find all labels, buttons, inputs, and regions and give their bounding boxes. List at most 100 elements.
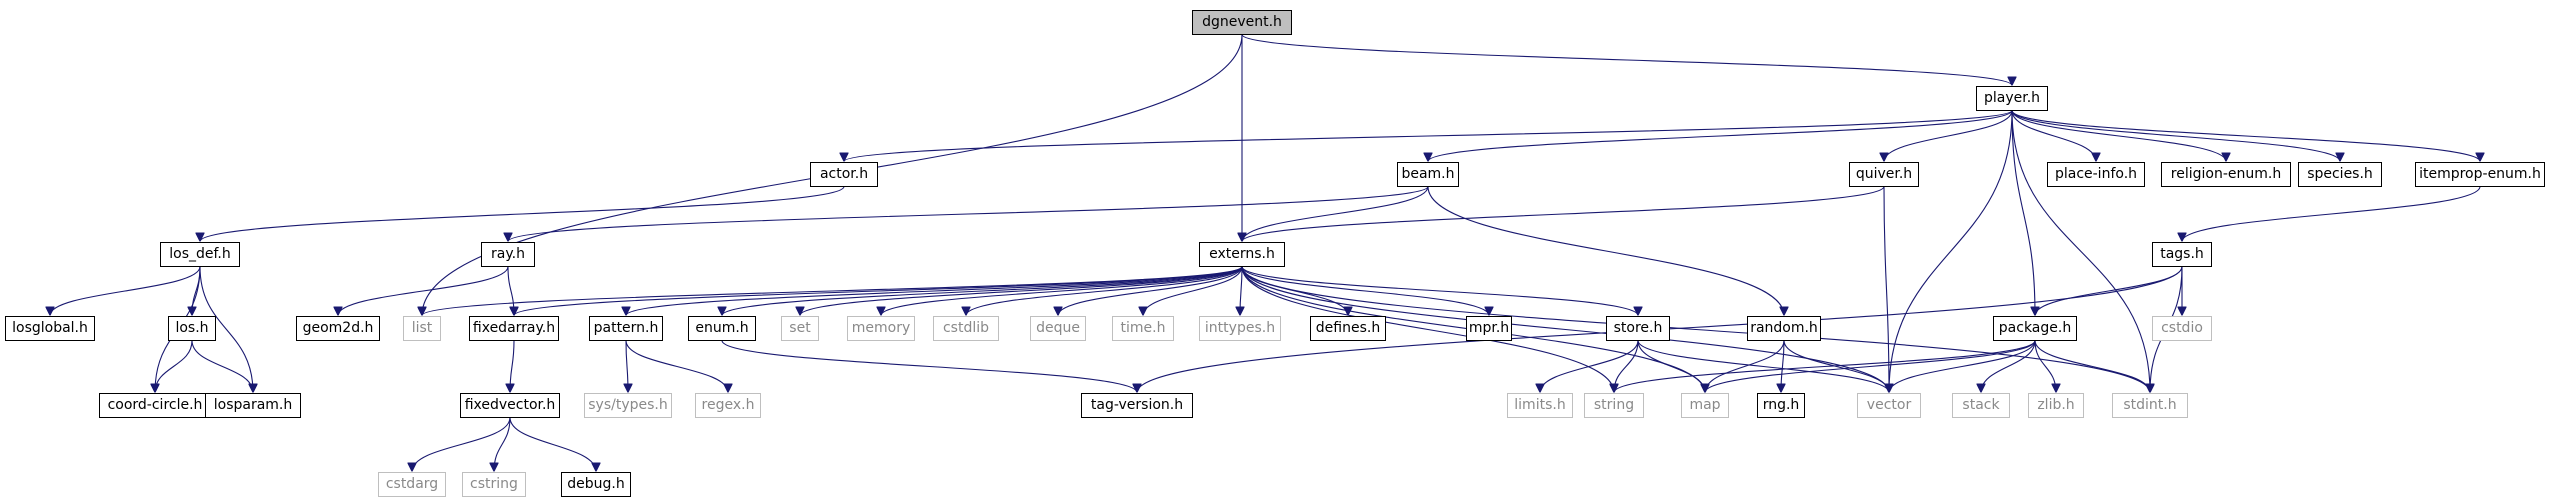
- edge-externs-to-set: [800, 266, 1243, 316]
- node-regex: regex.h: [695, 392, 761, 418]
- edge-fixedvector-to-cstring: [494, 417, 511, 472]
- edge-random-to-rng: [1781, 340, 1784, 393]
- edge-player-to-itemprop: [2011, 110, 2480, 162]
- edge-los-to-losparam: [191, 340, 253, 393]
- node-stack: stack: [1952, 392, 2010, 418]
- node-religion[interactable]: religion-enum.h: [2161, 161, 2291, 187]
- node-set: set: [781, 315, 819, 341]
- edge-fixedarray-to-fixedvector: [510, 340, 515, 393]
- node-tagversion[interactable]: tag-version.h: [1081, 392, 1193, 418]
- node-limits: limits.h: [1507, 392, 1573, 418]
- node-coordcircle[interactable]: coord-circle.h: [99, 392, 211, 418]
- node-deque: deque: [1030, 315, 1086, 341]
- edge-tags-to-package: [2035, 266, 2183, 316]
- node-cstdio: cstdio: [2152, 315, 2212, 341]
- edge-externs-to-mpr: [1241, 266, 1489, 316]
- node-species[interactable]: species.h: [2298, 161, 2382, 187]
- edge-beam-to-random: [1427, 186, 1784, 316]
- edge-externs-to-stdint: [1241, 266, 2150, 393]
- node-dgnevent[interactable]: dgnevent.h: [1192, 9, 1292, 35]
- edge-beam-to-ray: [508, 186, 1429, 242]
- edge-player-to-vector: [1889, 110, 2013, 393]
- node-quiver[interactable]: quiver.h: [1849, 161, 1919, 187]
- node-losparam[interactable]: losparam.h: [205, 392, 301, 418]
- edge-externs-to-time: [1143, 266, 1243, 316]
- edge-player-to-package: [2011, 110, 2035, 316]
- node-cstdarg: cstdarg: [378, 471, 446, 497]
- edge-player-to-placeinfo: [2011, 110, 2096, 162]
- node-tags[interactable]: tags.h: [2152, 241, 2212, 267]
- node-placeinfo[interactable]: place-info.h: [2047, 161, 2145, 187]
- node-debug[interactable]: debug.h: [561, 471, 631, 497]
- node-geom2d[interactable]: geom2d.h: [296, 315, 380, 341]
- edge-package-to-stack: [1981, 340, 2036, 393]
- edge-player-to-species: [2011, 110, 2340, 162]
- edge-package-to-vector: [1889, 340, 2036, 393]
- edge-losdef-to-losglobal: [50, 266, 201, 316]
- node-package[interactable]: package.h: [1993, 315, 2077, 341]
- edge-pattern-to-regex: [625, 340, 728, 393]
- edge-player-to-quiver: [1884, 110, 2013, 162]
- node-player[interactable]: player.h: [1976, 85, 2048, 111]
- node-itemprop[interactable]: itemprop-enum.h: [2415, 161, 2545, 187]
- node-map: map: [1681, 392, 1729, 418]
- edge-externs-to-cstdlib: [966, 266, 1243, 316]
- node-beam[interactable]: beam.h: [1397, 161, 1459, 187]
- node-stdint: stdint.h: [2112, 392, 2188, 418]
- node-inttypes: inttypes.h: [1199, 315, 1281, 341]
- edge-externs-to-enum: [722, 266, 1243, 316]
- node-systypes: sys/types.h: [584, 392, 672, 418]
- edge-externs-to-inttypes: [1240, 266, 1242, 316]
- edge-externs-to-pattern: [626, 266, 1243, 316]
- edge-externs-to-deque: [1058, 266, 1243, 316]
- edge-externs-to-vector: [1241, 266, 1889, 393]
- node-cstring: cstring: [462, 471, 526, 497]
- edge-player-to-religion: [2011, 110, 2226, 162]
- edge-actor-to-losdef: [200, 186, 845, 242]
- node-store[interactable]: store.h: [1606, 315, 1670, 341]
- edge-dgnevent-to-player: [1241, 34, 2012, 86]
- edge-externs-to-fixedarray: [514, 266, 1243, 316]
- edge-fixedvector-to-cstdarg: [412, 417, 511, 472]
- edge-package-to-string: [1614, 340, 2036, 393]
- node-mpr[interactable]: mpr.h: [1466, 315, 1512, 341]
- node-actor[interactable]: actor.h: [810, 161, 878, 187]
- edge-player-to-actor: [844, 110, 2013, 162]
- node-random[interactable]: random.h: [1747, 315, 1821, 341]
- edge-player-to-beam: [1428, 110, 2013, 162]
- edge-externs-to-string: [1241, 266, 1614, 393]
- node-cstdlib: cstdlib: [933, 315, 999, 341]
- node-zlib: zlib.h: [2028, 392, 2084, 418]
- node-vector: vector: [1857, 392, 1921, 418]
- edge-quiver-to-vector: [1883, 186, 1889, 393]
- node-rng[interactable]: rng.h: [1757, 392, 1805, 418]
- edge-los-to-coordcircle: [155, 340, 193, 393]
- node-fixedvector[interactable]: fixedvector.h: [460, 392, 560, 418]
- edge-itemprop-to-tags: [2182, 186, 2481, 242]
- node-string: string: [1584, 392, 1644, 418]
- edge-enum-to-tagversion: [721, 340, 1137, 393]
- edge-ray-to-fixedarray: [507, 266, 514, 316]
- edge-store-to-vector: [1637, 340, 1889, 393]
- node-externs[interactable]: externs.h: [1199, 241, 1285, 267]
- node-los[interactable]: los.h: [168, 315, 216, 341]
- edge-package-to-stdint: [2034, 340, 2150, 393]
- node-fixedarray[interactable]: fixedarray.h: [469, 315, 559, 341]
- node-memory: memory: [847, 315, 915, 341]
- node-defines[interactable]: defines.h: [1310, 315, 1386, 341]
- edge-beam-to-externs: [1242, 186, 1429, 242]
- edge-quiver-to-externs: [1242, 186, 1885, 242]
- edge-ray-to-geom2d: [338, 266, 509, 316]
- node-ray[interactable]: ray.h: [481, 241, 535, 267]
- node-losglobal[interactable]: losglobal.h: [5, 315, 95, 341]
- edge-losdef-to-losparam: [199, 266, 253, 393]
- edge-player-to-stdint: [2011, 110, 2150, 393]
- node-list: list: [403, 315, 441, 341]
- node-losdef[interactable]: los_def.h: [160, 241, 240, 267]
- edge-store-to-limits: [1540, 340, 1639, 393]
- node-enum[interactable]: enum.h: [688, 315, 756, 341]
- node-pattern[interactable]: pattern.h: [589, 315, 663, 341]
- edge-losdef-to-los: [192, 266, 201, 316]
- edge-package-to-zlib: [2034, 340, 2056, 393]
